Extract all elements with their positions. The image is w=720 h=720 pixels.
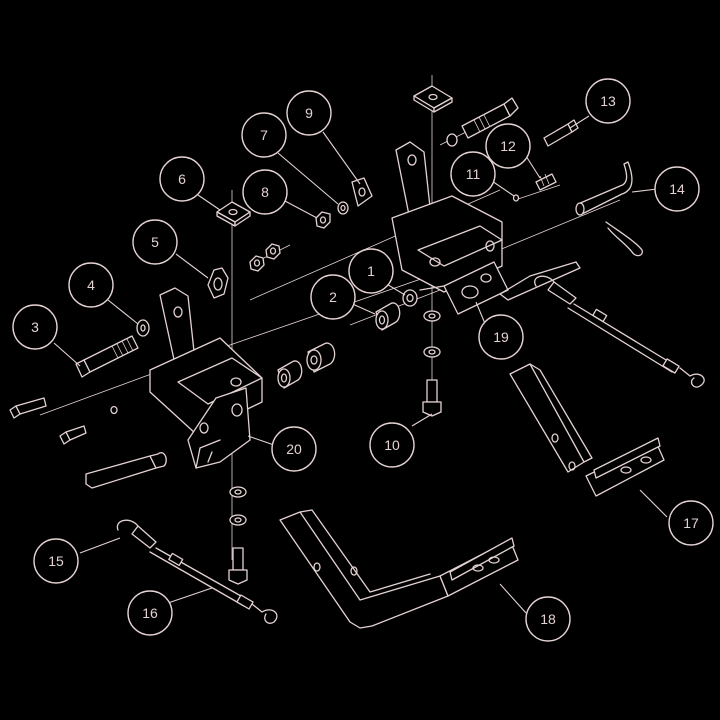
- callout-8-label: 8: [261, 184, 269, 200]
- callout-7: 7: [241, 112, 287, 158]
- callout-11: 11: [450, 151, 496, 197]
- callout-9-label: 9: [305, 105, 313, 121]
- callout-12-label: 12: [500, 138, 516, 154]
- callout-20: 20: [271, 426, 317, 472]
- callout-4-label: 4: [87, 277, 95, 293]
- callout-20-label: 20: [286, 441, 302, 457]
- callout-2: 2: [310, 274, 356, 320]
- callout-3-label: 3: [31, 319, 39, 335]
- callout-10: 10: [369, 422, 415, 468]
- left-handle-grip: [85, 452, 167, 489]
- part-3-long-bolt: [75, 335, 139, 378]
- part-6-nut-plate: [216, 201, 251, 227]
- callout-9: 9: [286, 90, 332, 136]
- callout-5-label: 5: [151, 234, 159, 250]
- part-15-16-left-cable: [116, 519, 278, 624]
- callout-19: 19: [478, 314, 524, 360]
- part-11-12-13-hardware: [512, 119, 579, 202]
- callout-11-label: 11: [466, 166, 481, 182]
- callout-18-label: 18: [540, 611, 556, 627]
- callout-6-label: 6: [178, 171, 186, 187]
- callout-19-label: 19: [493, 329, 509, 345]
- right-mount-bracket: [391, 141, 509, 315]
- callout-8: 8: [242, 169, 288, 215]
- left-stud-stack: [228, 486, 248, 585]
- callout-6: 6: [159, 156, 205, 202]
- callout-17: 17: [668, 500, 714, 546]
- right-cable: [534, 275, 705, 388]
- callout-1: 1: [348, 248, 394, 294]
- callout-4: 4: [68, 262, 114, 308]
- callout-10-label: 10: [384, 437, 400, 453]
- right-cable-plate: [499, 261, 581, 301]
- callout-16-label: 16: [142, 605, 158, 621]
- callout-12: 12: [485, 123, 531, 169]
- left-axis-nuts: [249, 243, 281, 272]
- callout-15-label: 15: [48, 553, 64, 569]
- callout-13-label: 13: [600, 93, 616, 109]
- callout-15: 15: [33, 538, 79, 584]
- callout-2-label: 2: [329, 289, 337, 305]
- part-5-flange-washer: [207, 267, 229, 299]
- callout-18: 18: [525, 596, 571, 642]
- part-1-2-spacers: [375, 289, 418, 331]
- part-18-lower-arm: [279, 509, 519, 629]
- part-7-8-9-hardware: [315, 177, 373, 229]
- part-14-hitch-pin: [575, 161, 643, 257]
- left-small-bolt: [9, 397, 118, 445]
- callout-16: 16: [127, 590, 173, 636]
- right-top-nut-plate: [413, 85, 453, 113]
- callout-13: 13: [585, 78, 631, 124]
- part-10-stud-stack: [422, 310, 442, 417]
- callout-17-label: 17: [683, 515, 699, 531]
- callout-5: 5: [132, 219, 178, 265]
- callout-3: 3: [12, 304, 58, 350]
- callout-1-label: 1: [367, 263, 375, 279]
- left-spacer-bushings: [277, 342, 336, 389]
- callout-14: 14: [654, 166, 700, 212]
- left-mount-bracket: [149, 287, 263, 469]
- part-4-washer: [136, 319, 150, 337]
- callout-14-label: 14: [669, 181, 685, 197]
- top-hex-bolt: [446, 97, 519, 147]
- callout-7-label: 7: [260, 127, 268, 143]
- part-17-right-arm: [509, 363, 665, 497]
